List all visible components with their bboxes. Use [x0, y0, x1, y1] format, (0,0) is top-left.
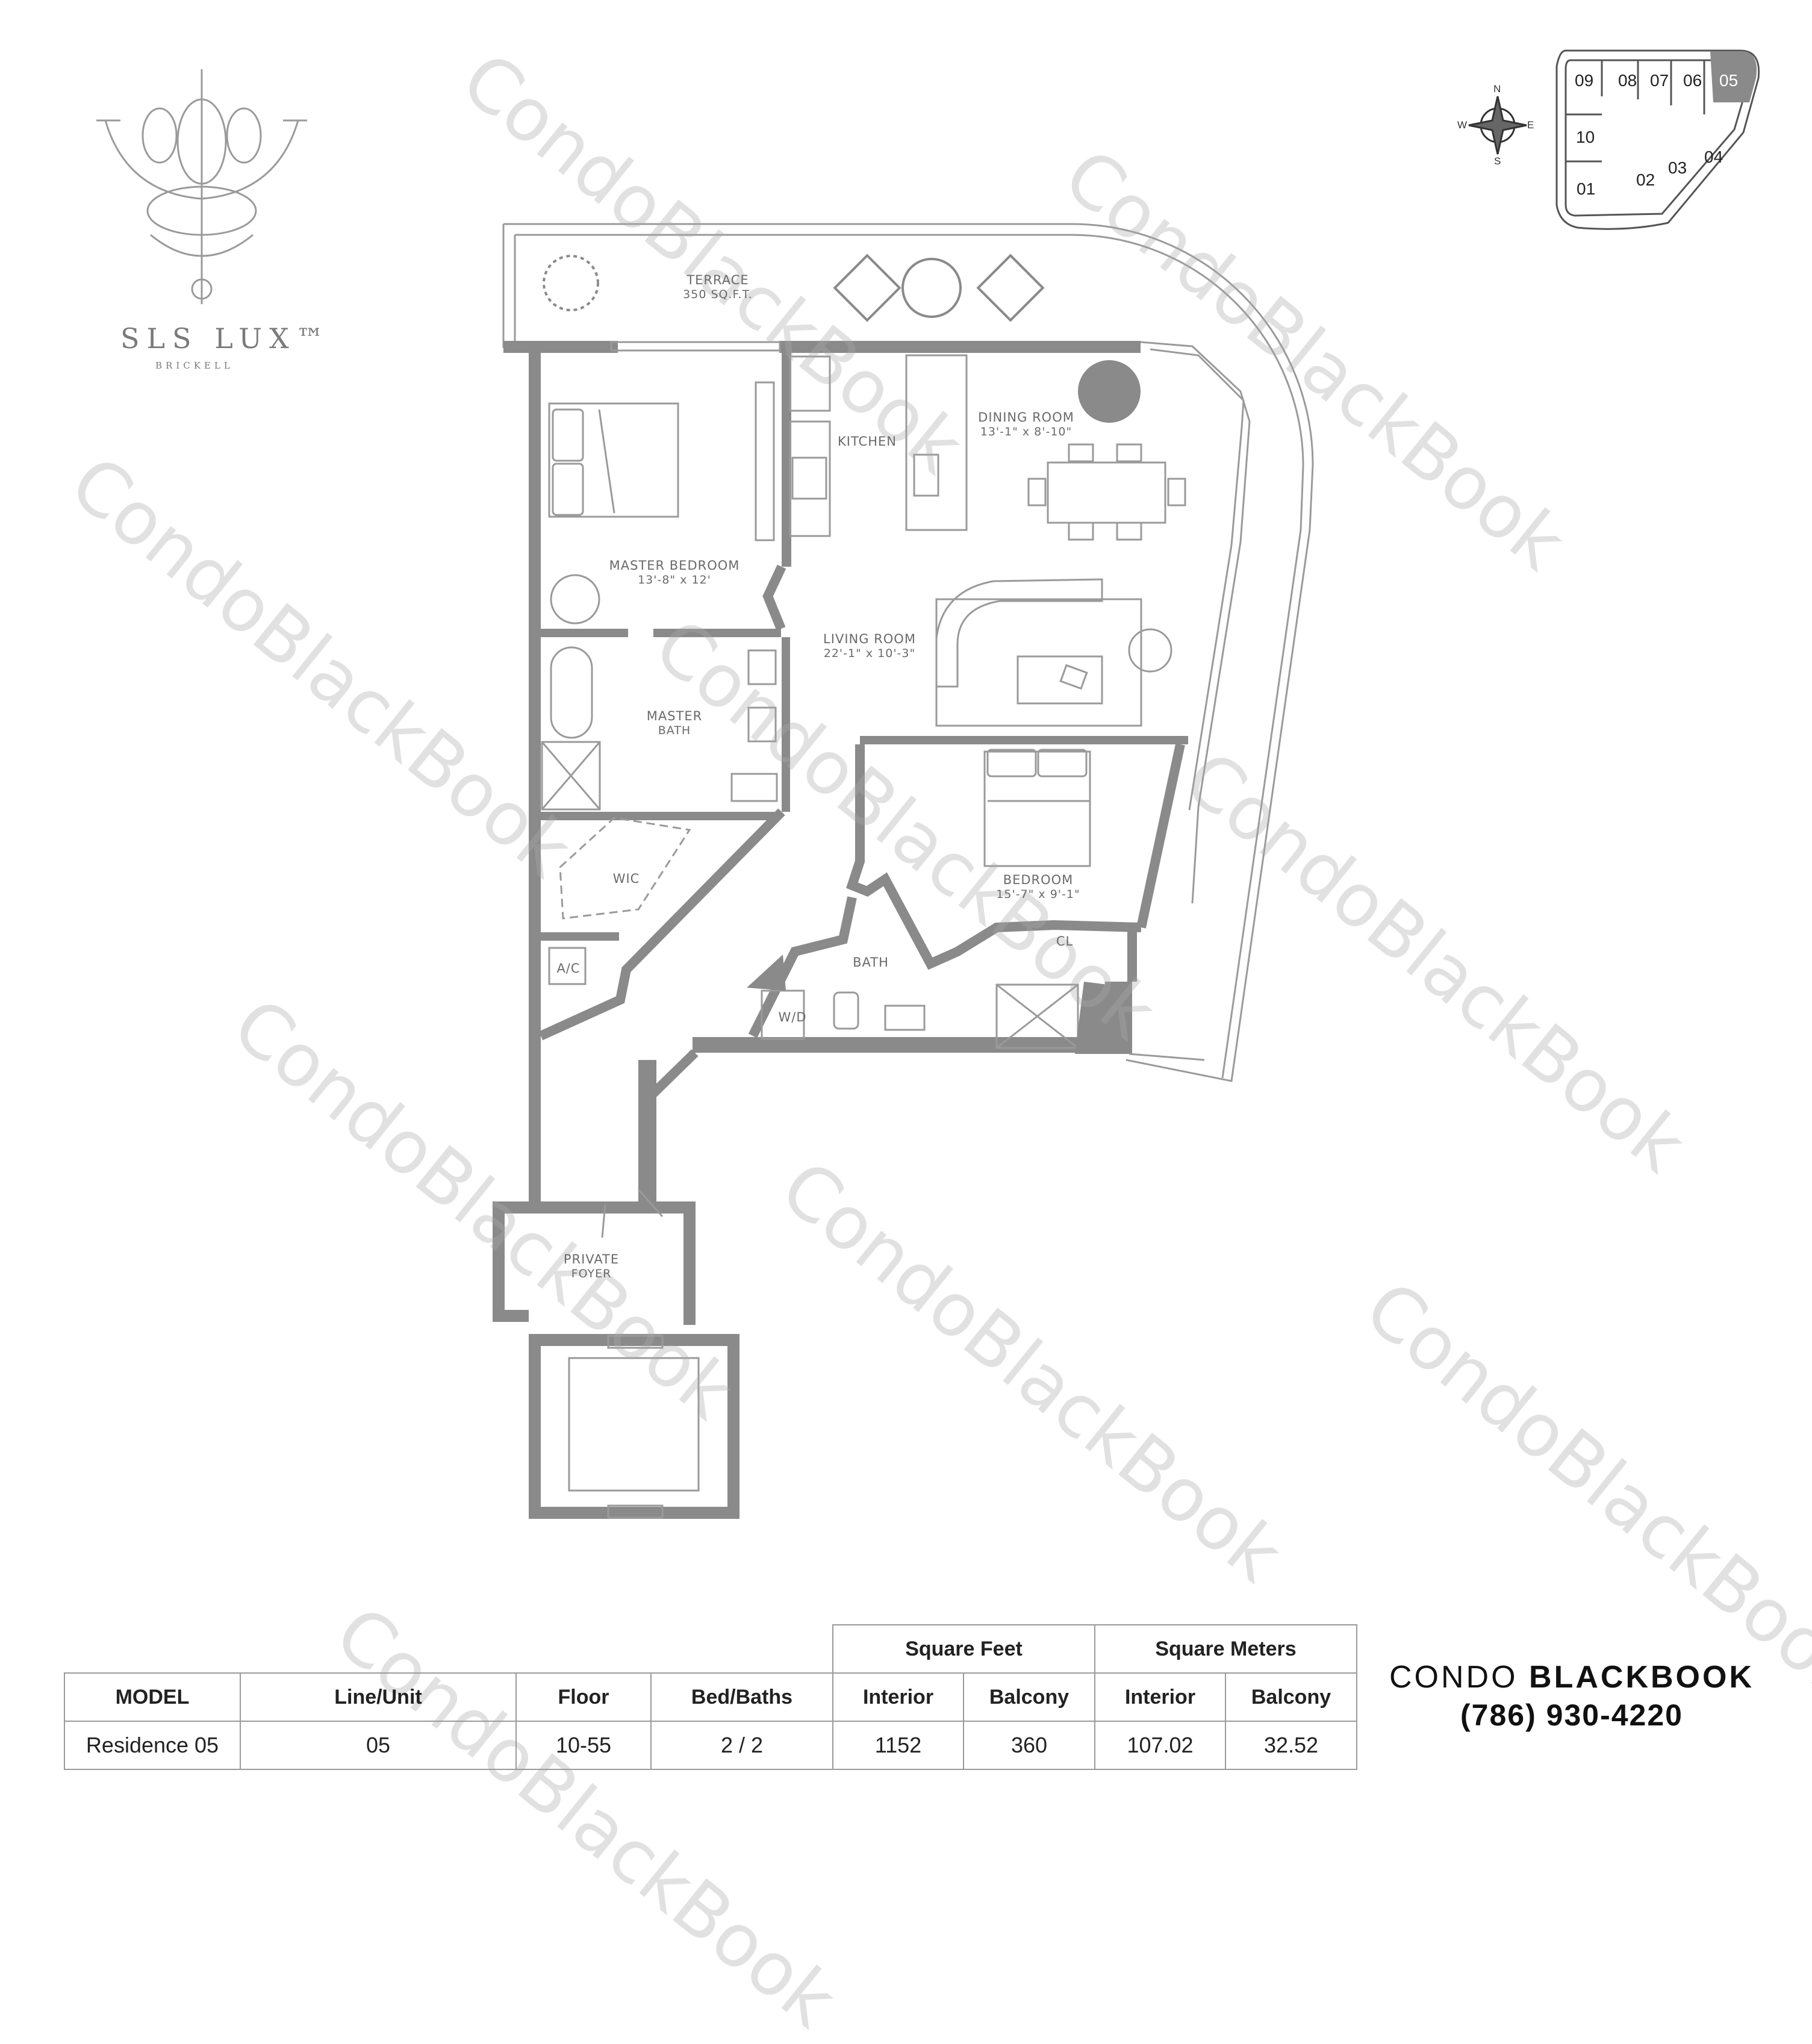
keyplan-unit-02: 02: [1636, 170, 1655, 189]
keyplan-unit-08: 08: [1618, 71, 1637, 90]
floor-plan: [96, 49, 1760, 1519]
cell-sqm-balcony: 32.52: [1225, 1721, 1357, 1770]
terrace-outline: [503, 223, 1314, 1082]
col-line-unit: Line/Unit: [240, 1672, 517, 1722]
col-sqft-balcony: Balcony: [963, 1672, 1095, 1722]
keyplan-unit-05: 05: [1719, 71, 1739, 90]
brand-name-a: CONDO: [1389, 1660, 1518, 1695]
keyplan-unit-09: 09: [1575, 71, 1594, 90]
ac-label: A/C: [556, 961, 581, 976]
unit-spec-table: Square Feet Square Meters MODEL Line/Uni…: [64, 1624, 1357, 1770]
chandelier-logo: [96, 69, 307, 304]
cell-bed-baths: 2 / 2: [650, 1721, 833, 1770]
brand-logo-sub: BRICKELL: [155, 360, 234, 371]
closet-label: CL: [1056, 934, 1074, 949]
cell-sqm-interior: 107.02: [1094, 1721, 1226, 1770]
keyplan-unit-04: 04: [1704, 148, 1723, 166]
keyplan-unit-01: 01: [1577, 179, 1596, 198]
wic-label: WIC: [612, 871, 640, 886]
cell-floor: 10-55: [515, 1721, 652, 1770]
bath-label: BATH: [853, 955, 889, 970]
cell-sqft-interior: 1152: [832, 1721, 964, 1770]
dining-plant: [1078, 360, 1141, 423]
cell-line-unit: 05: [240, 1721, 517, 1770]
kitchen-label: KITCHEN: [838, 434, 897, 449]
table-row: Residence 05 05 10-55 2 / 2 1152 360 107…: [64, 1721, 1357, 1770]
compass-icon: [1468, 96, 1527, 155]
brand-logo-name: SLS LUX™: [120, 322, 331, 355]
col-model: MODEL: [64, 1672, 241, 1722]
contact-branding: CONDO BLACKBOOK (786) 930-4220: [1379, 1659, 1764, 1733]
compass-east-label: E: [1527, 119, 1534, 131]
keyplan-unit-07: 07: [1650, 71, 1669, 90]
col-bed-baths: Bed/Baths: [650, 1672, 833, 1722]
compass-west-label: W: [1457, 119, 1468, 131]
square-feet-header: Square Feet: [832, 1624, 1095, 1674]
col-sqm-interior: Interior: [1094, 1672, 1226, 1722]
compass-south-label: S: [1494, 155, 1501, 167]
keyplan-unit-03: 03: [1668, 158, 1687, 177]
compass-north-label: N: [1493, 83, 1501, 95]
contact-phone: (786) 930-4220: [1460, 1698, 1683, 1732]
cell-sqft-balcony: 360: [963, 1721, 1095, 1770]
brand-name-b: BLACKBOOK: [1529, 1660, 1754, 1695]
col-floor: Floor: [515, 1672, 652, 1722]
keyplan-unit-06: 06: [1683, 71, 1702, 90]
keyplan-unit-10: 10: [1576, 128, 1595, 146]
washer-dryer-label: W/D: [778, 1010, 807, 1024]
square-meters-header: Square Meters: [1094, 1624, 1357, 1674]
col-sqft-interior: Interior: [832, 1672, 964, 1722]
col-sqm-balcony: Balcony: [1225, 1672, 1357, 1722]
keyplan-unit-05-highlight: [1710, 51, 1757, 102]
cell-model: Residence 05: [64, 1721, 241, 1770]
